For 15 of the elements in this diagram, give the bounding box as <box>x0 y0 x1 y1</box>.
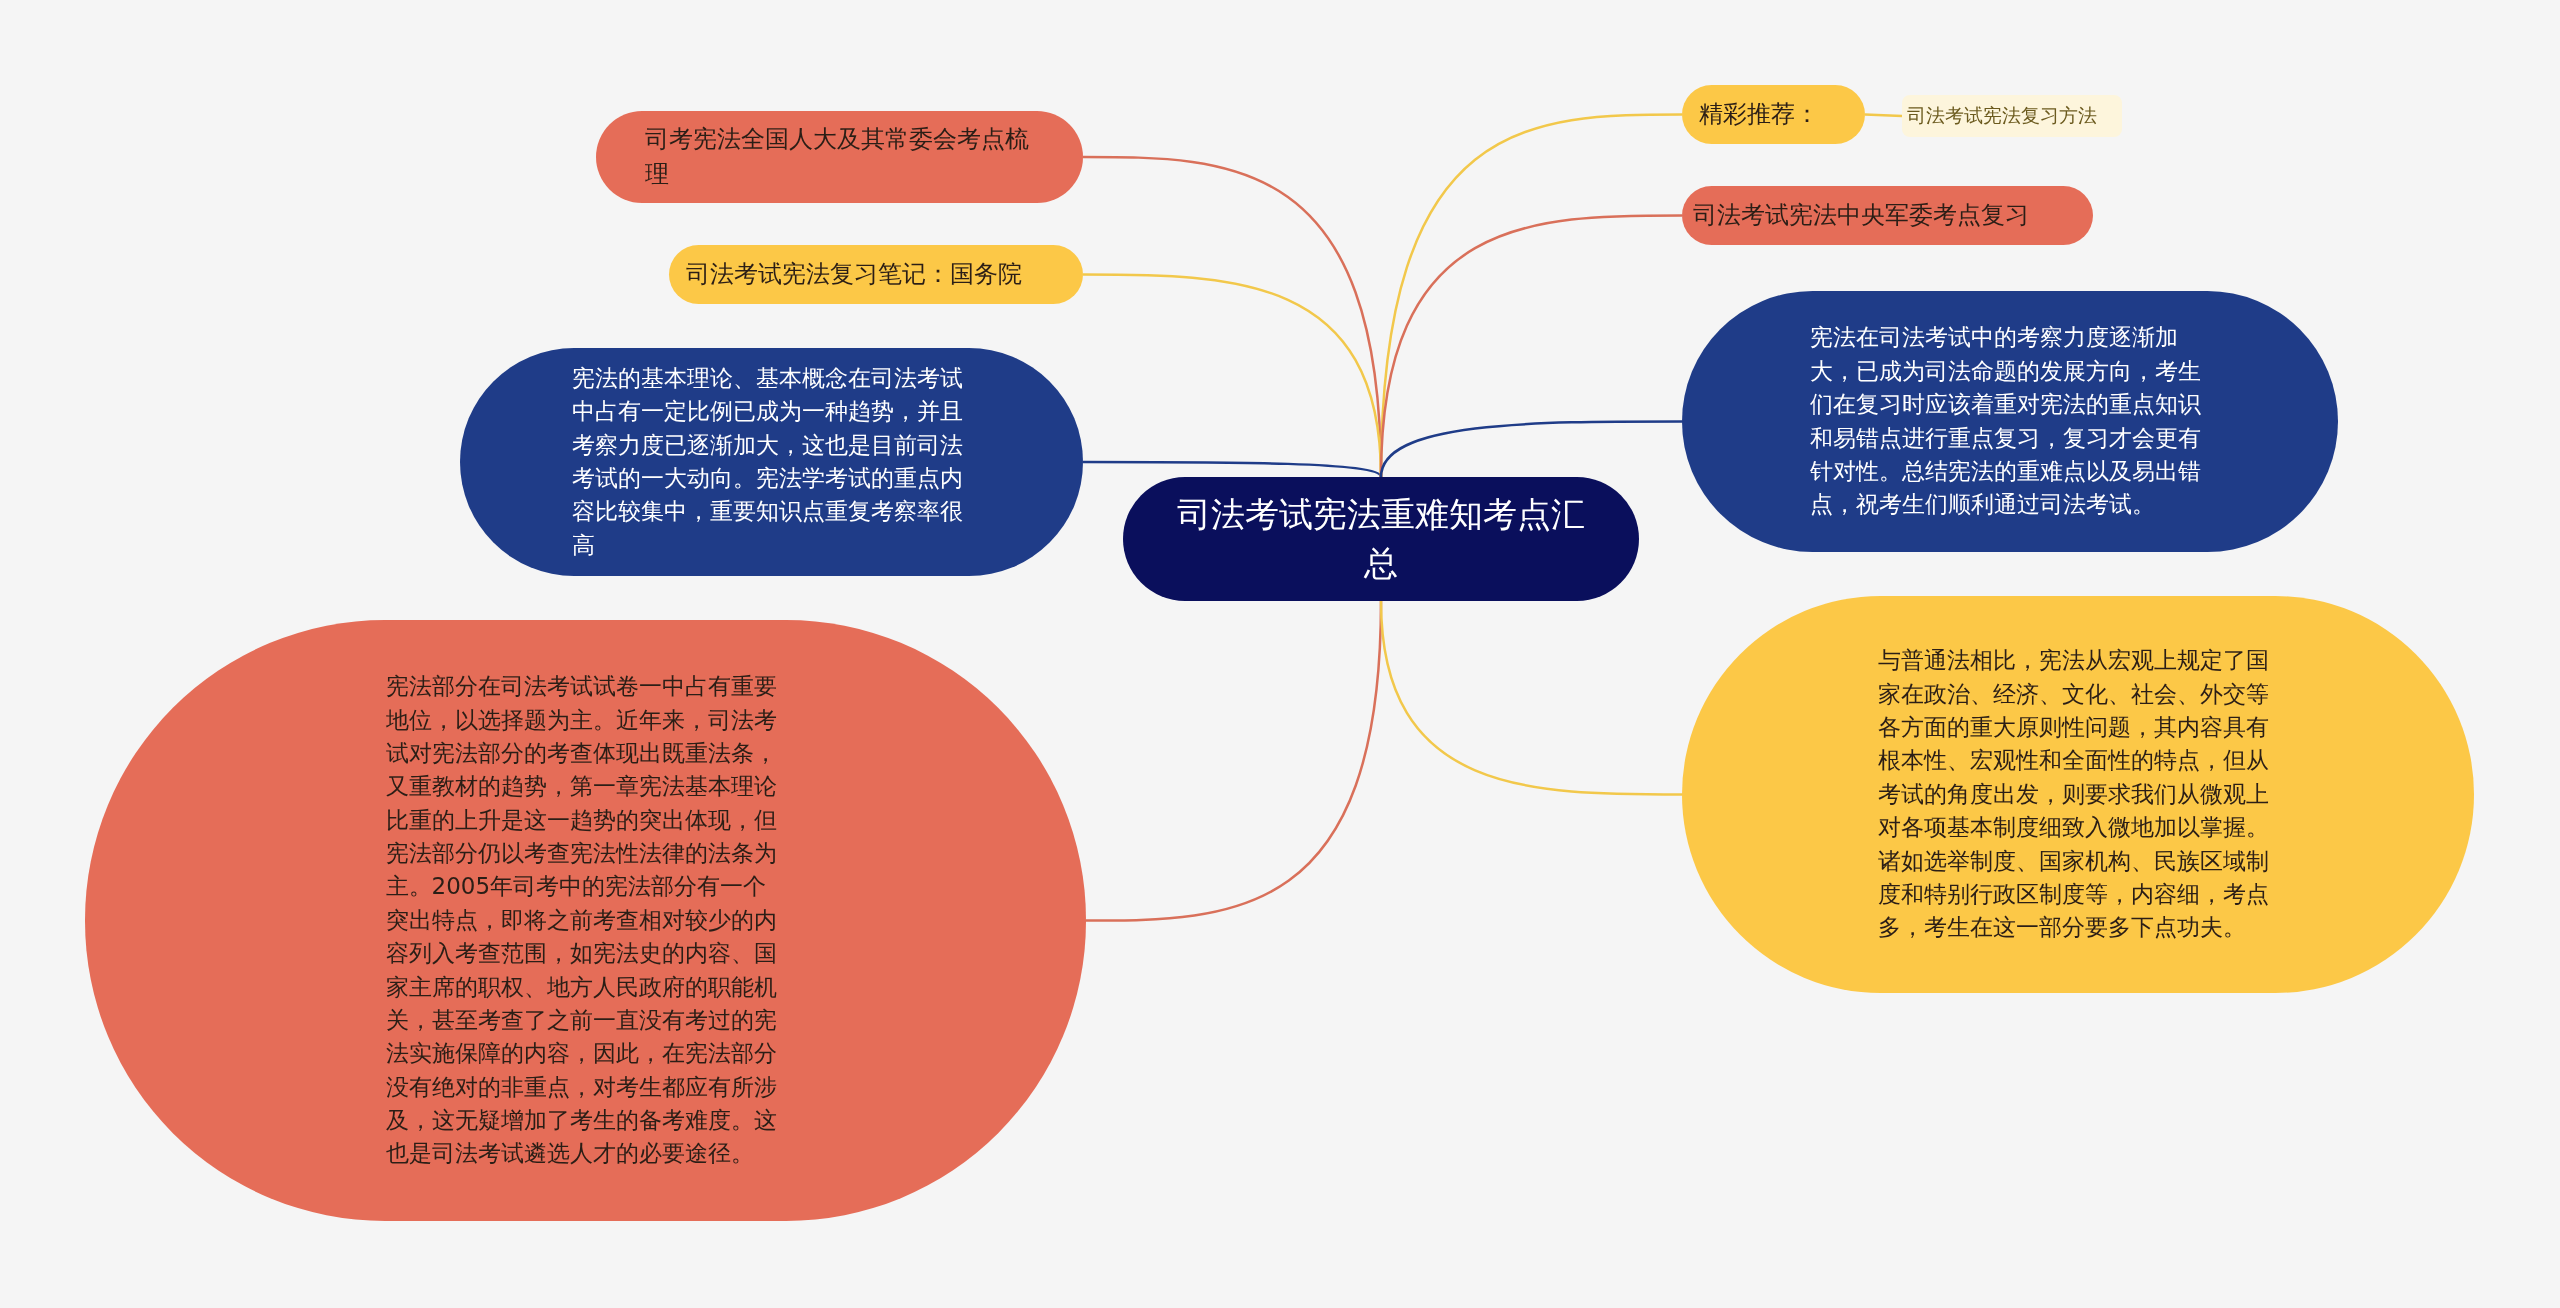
topic-text: 宪法部分在司法考试试卷一中占有重要地位，以选择题为主。近年来，司法考试对宪法部分的考查体现出既重法条，又重教材的趋势，第一章宪法基本理论比重的上升是这一趋势的突出体现，但宪法部分仍以考查宪法性法律的法条为主。2005年司考中的宪法部分有一个突出特点，即将之前考查相对较少的内容列入考查范围，如宪法史的内容、国家主席的职权、地方人民政府的职能机关，甚至考查了之前一直没有考过的宪法实施保障的内容，因此，在宪法部分没有绝对的非重点，对考生都应有所涉及，这无疑增加了考生的备考难度。这也是司法考试遴选人才的必要途径。 <box>385 672 778 1169</box>
connector-line <box>1083 460 1382 478</box>
connector-line <box>1864 113 1903 118</box>
topic-text: 精彩推荐： <box>1698 99 1820 131</box>
topic-text: 与普通法相比，宪法从宏观上规定了国家在政治、经济、文化、社会、外交等各方面的重大原则性问题，其内容具有根本性、宏观性和全面性的特点，但从考试的角度出发，则要求我们从微观上对各项基本制度细致入微地加以掌握。诸如选举制度、国家机构、民族区域制度和特别行政区制度等，内容细，考点多，考生在这一部分要多下点功夫。 <box>1878 646 2270 943</box>
topic-text: 司法考试宪法中央军委考点复习 <box>1692 200 2030 232</box>
connector-line <box>1379 600 1682 796</box>
connector-line <box>1379 420 1682 478</box>
topic-text: 司法考试宪法重难知考点汇总 <box>1176 492 1586 585</box>
topic-bubble <box>1902 95 2122 137</box>
topic-text: 司法考试宪法复习笔记：国务院 <box>686 259 1023 291</box>
topic-text: 宪法在司法考试中的考察力度逐渐加大，已成为司法命题的发展方向，考生们在复习时应该着重对宪法的重点知识和易错点进行重点复习，复习才会更有针对性。总结宪法的重难点以及易出错点，祝考生们顺利通过司法考试。 <box>1810 323 2202 520</box>
topic-text: 司法考试宪法复习方法 <box>1907 103 2098 129</box>
topic-text: 司考宪法全国人大及其常委会考点梳理 <box>644 124 1030 190</box>
topic-text: 宪法的基本理论、基本概念在司法考试中占有一定比例已成为一种趋势，并且考察力度已逐渐加大，这也是目前司法考试的一大动向。宪法学考试的重点内容比较集中，重要知识点重复考察率很高 <box>571 363 964 560</box>
